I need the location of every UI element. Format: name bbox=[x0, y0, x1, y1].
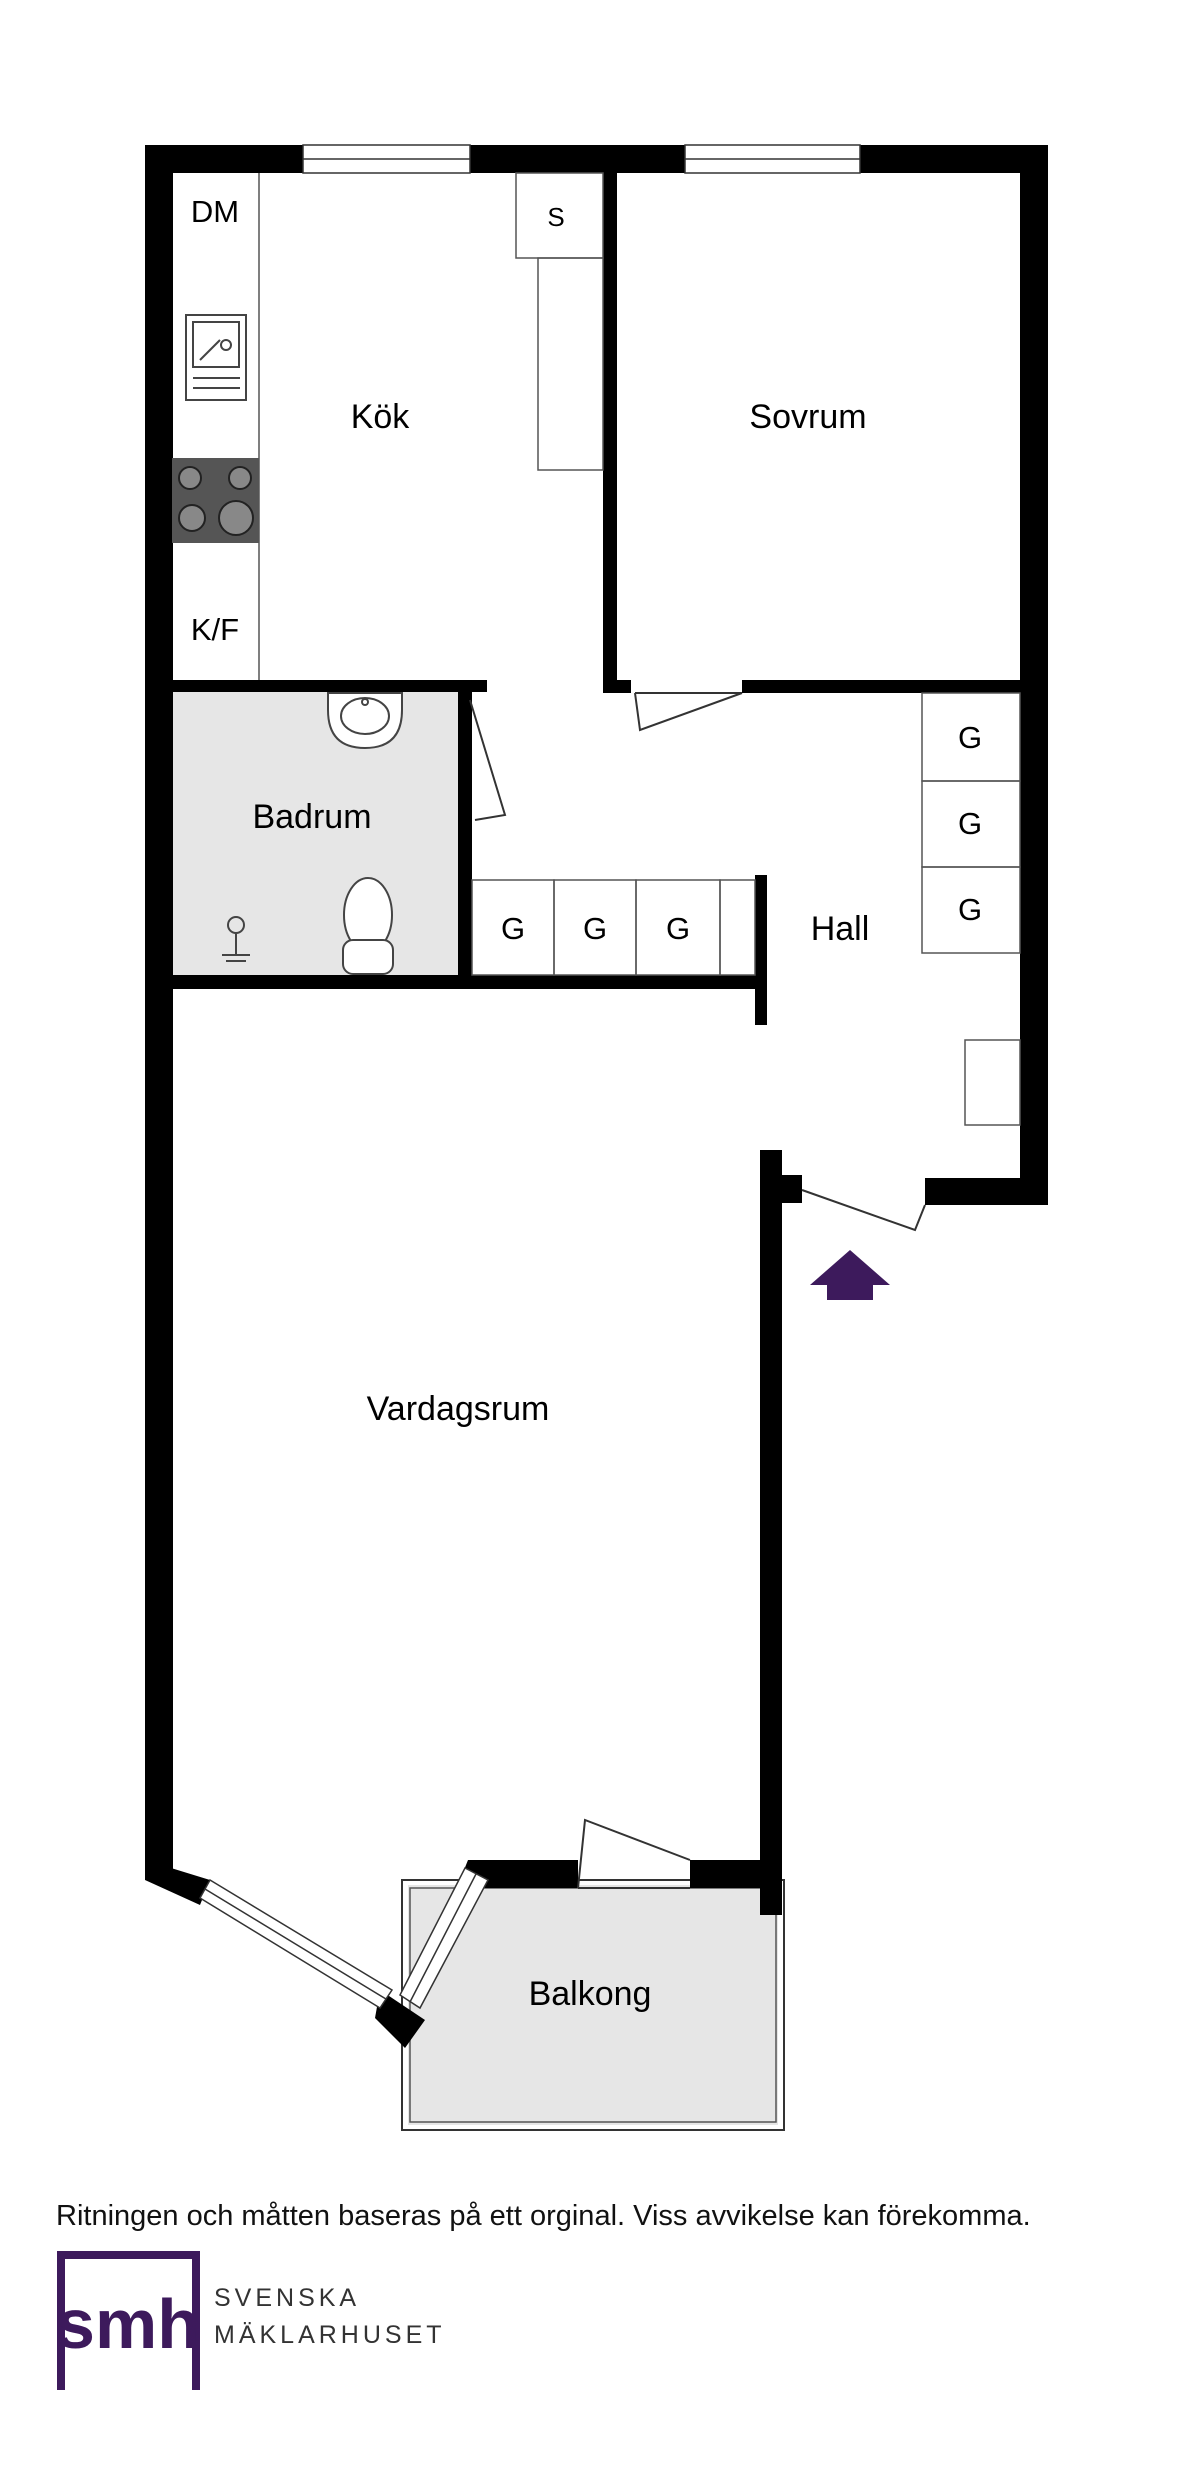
wardrobe-label: G bbox=[958, 720, 982, 755]
sink-icon bbox=[185, 314, 247, 401]
stove-icon bbox=[172, 458, 259, 543]
brand-line-2: MÄKLARHUSET bbox=[214, 2321, 446, 2349]
room-label-sovrum: Sovrum bbox=[749, 398, 866, 436]
windows bbox=[198, 144, 861, 2010]
fixture-label-s: S bbox=[547, 202, 564, 232]
shower-icon bbox=[222, 916, 250, 962]
floor-plan: Kök Sovrum Badrum Hall Vardagsrum Balkon… bbox=[145, 144, 1048, 2131]
wardrobe-label: G bbox=[501, 911, 525, 946]
balcony-floor bbox=[408, 1885, 778, 2125]
room-label-hall: Hall bbox=[811, 910, 870, 948]
wardrobe-label: G bbox=[583, 911, 607, 946]
toilet-icon bbox=[342, 877, 394, 975]
interior-walls bbox=[172, 160, 1032, 1025]
logo-mark: smh bbox=[56, 2285, 200, 2363]
wardrobe-label: G bbox=[958, 806, 982, 841]
room-label-badrum: Badrum bbox=[252, 798, 371, 836]
brand-logo: smh bbox=[56, 2251, 200, 2390]
washbasin-icon bbox=[327, 692, 403, 750]
room-label-vardagsrum: Vardagsrum bbox=[367, 1390, 550, 1428]
brand-line-1: SVENSKA bbox=[214, 2284, 361, 2312]
bathroom-floor bbox=[172, 690, 468, 980]
room-label-balkong: Balkong bbox=[529, 1975, 652, 2013]
kitchen-counter bbox=[258, 172, 604, 680]
room-label-kok: Kök bbox=[351, 398, 411, 436]
fixture-label-dm: DM bbox=[191, 194, 239, 229]
wardrobe-label: G bbox=[958, 892, 982, 927]
disclaimer-text: Ritningen och måtten baseras på ett orgi… bbox=[56, 2200, 1031, 2232]
wardrobe-label: G bbox=[666, 911, 690, 946]
fixture-label-kf: K/F bbox=[191, 612, 239, 647]
doors bbox=[469, 685, 926, 1889]
outer-walls bbox=[145, 145, 1048, 2048]
entrance-arrow-icon bbox=[810, 1250, 890, 1300]
wardrobes bbox=[471, 692, 1021, 1126]
brand-name: SVENSKA MÄKLARHUSET bbox=[214, 2280, 446, 2354]
